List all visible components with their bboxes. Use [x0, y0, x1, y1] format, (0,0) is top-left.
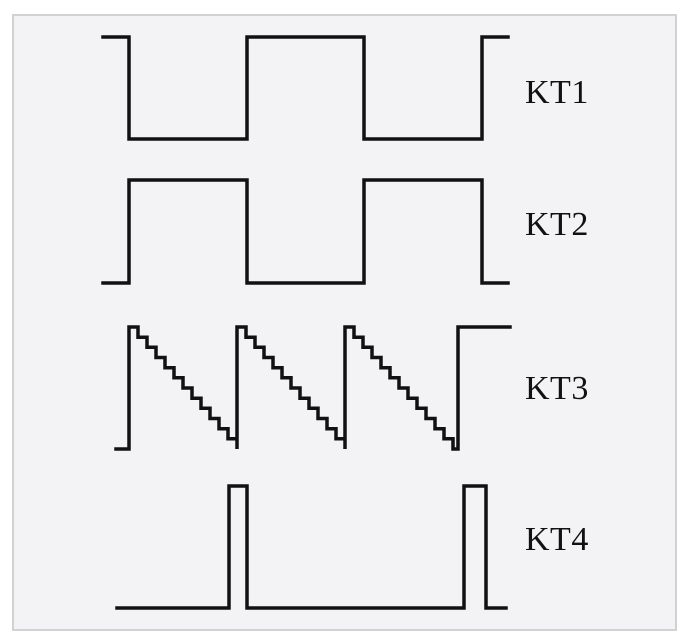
- wave-kt2: [101, 178, 510, 285]
- wave-kt3: [114, 325, 512, 451]
- label-kt2: KT2: [525, 206, 589, 243]
- wave-kt4: [115, 484, 508, 610]
- label-kt1: KT1: [525, 74, 589, 111]
- label-kt4: KT4: [525, 521, 589, 558]
- label-kt3: KT3: [525, 370, 589, 407]
- diagram-frame: [12, 14, 677, 631]
- wave-kt1: [101, 35, 510, 141]
